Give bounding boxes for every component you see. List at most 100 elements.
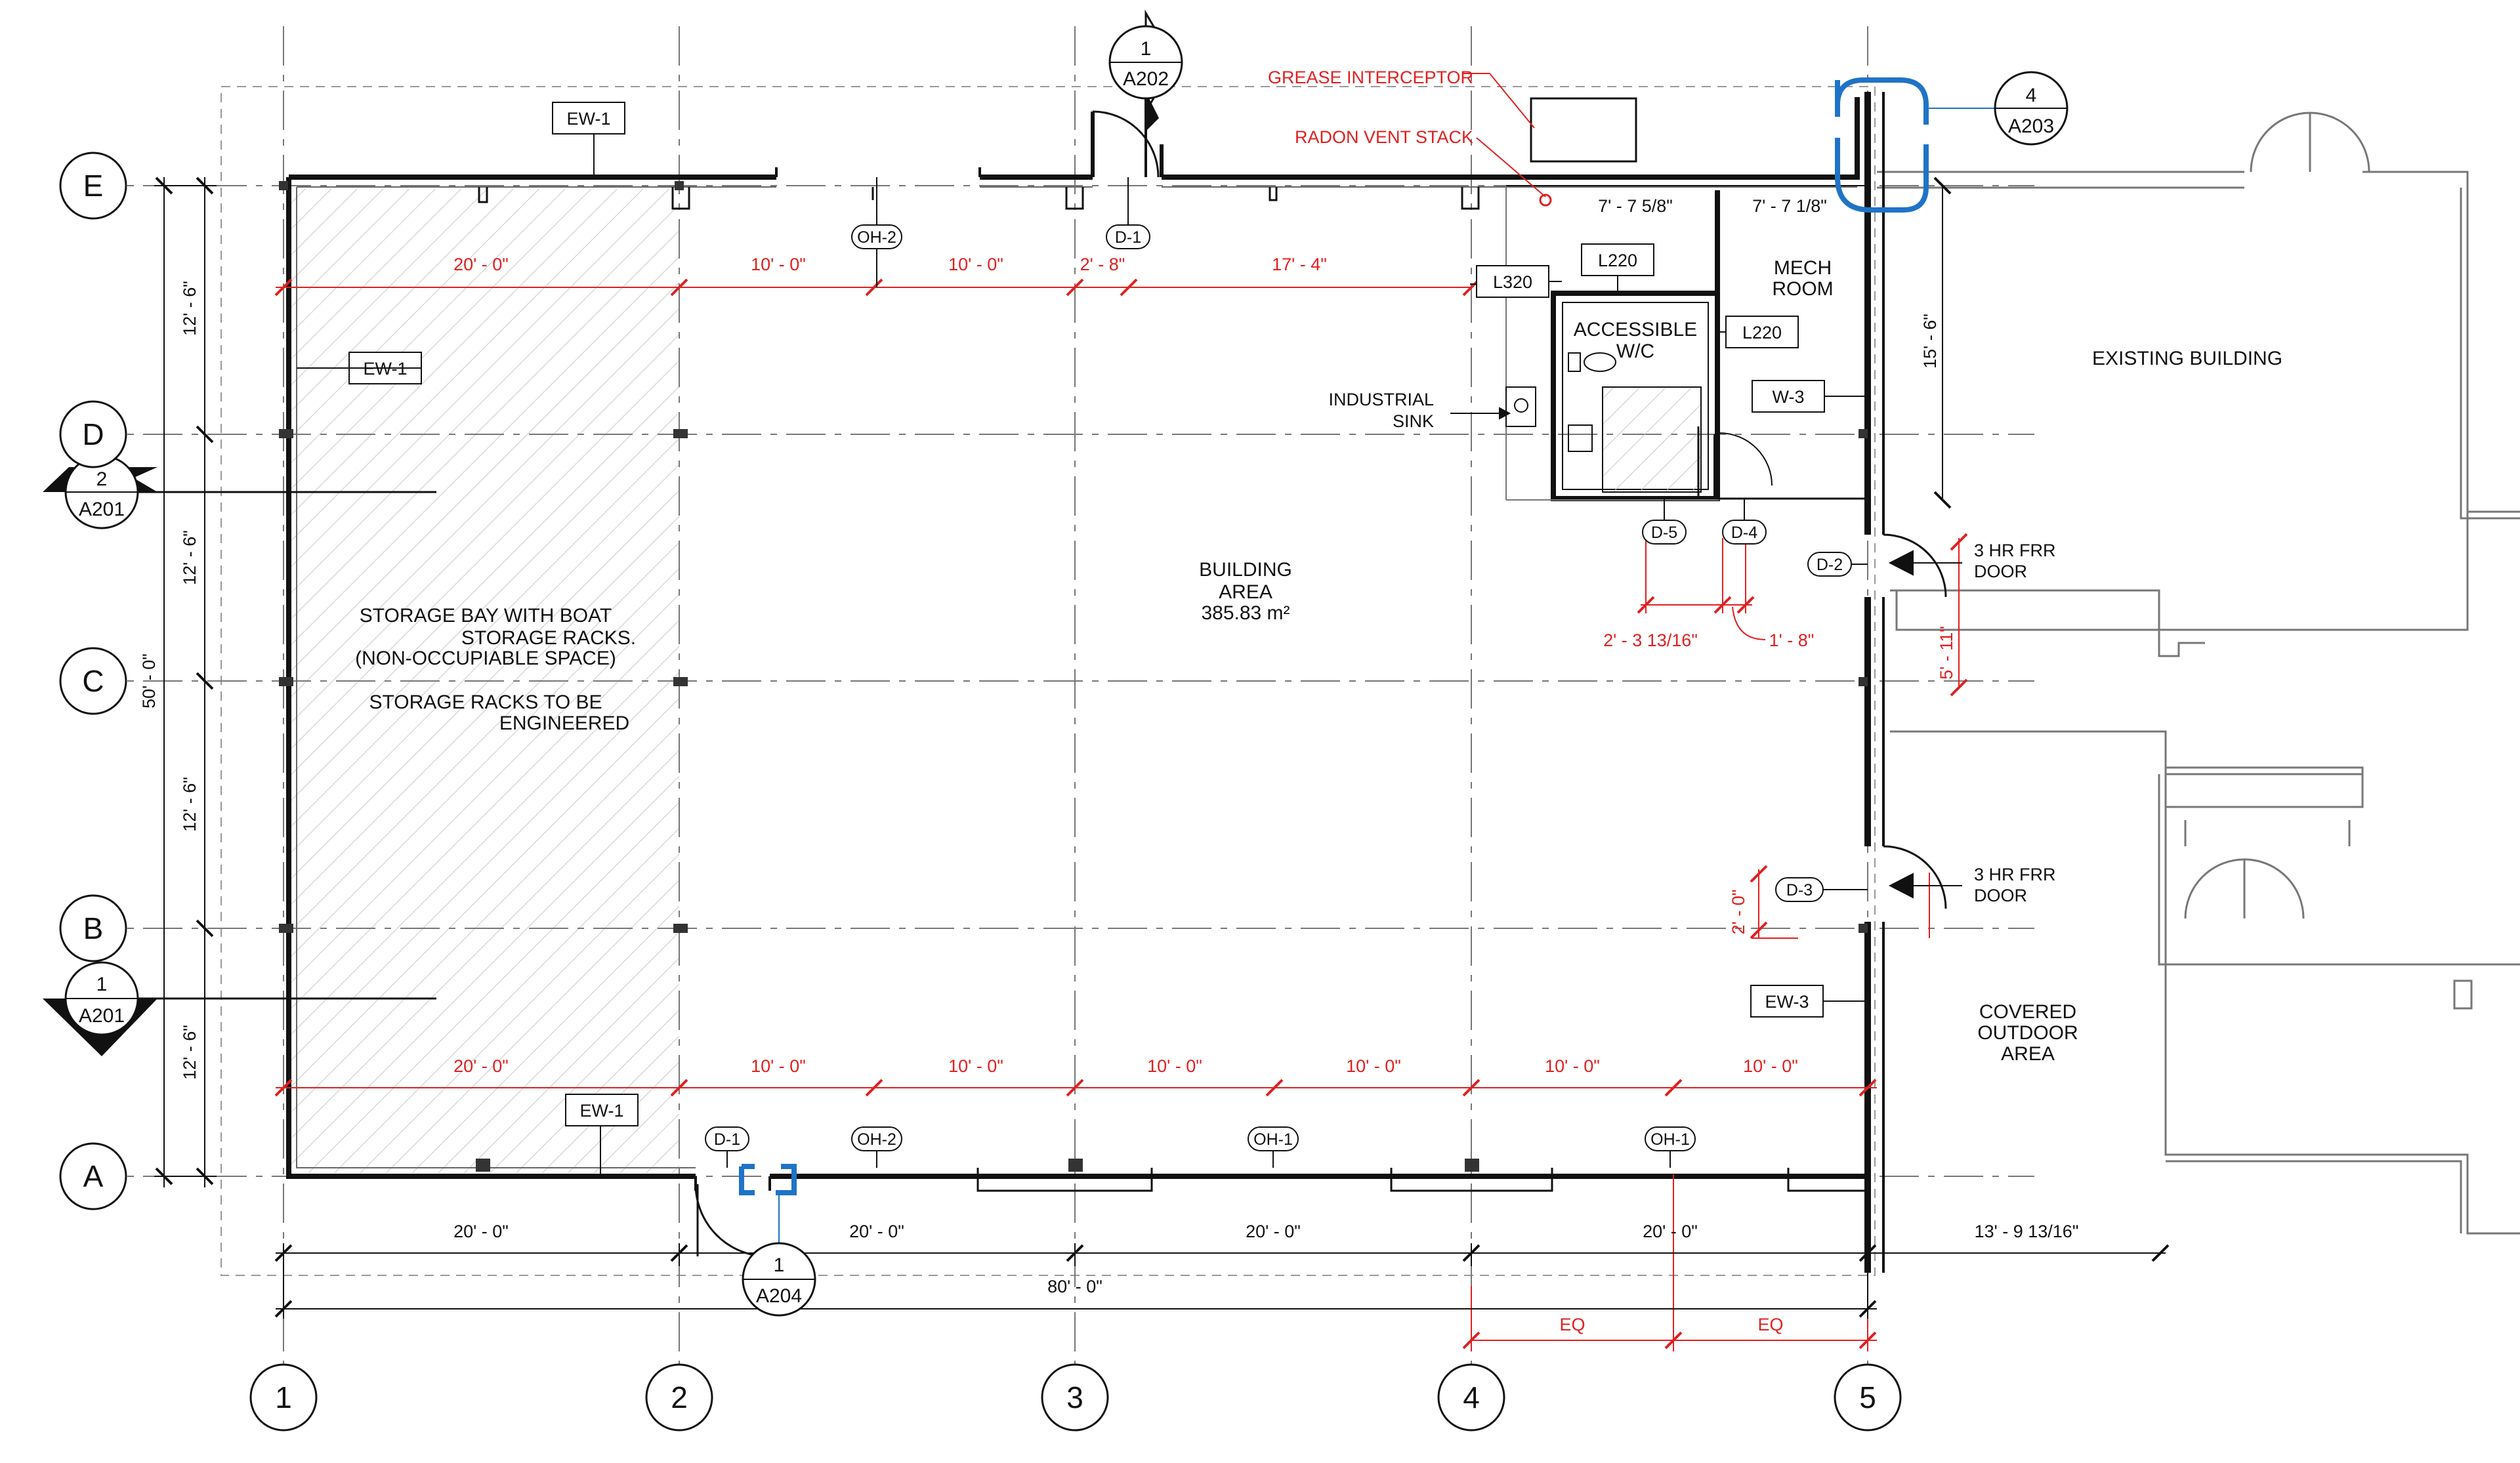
dim-text: 1' - 8" xyxy=(1769,630,1815,650)
wall-tag-ew1: EW-1 xyxy=(566,109,610,129)
dim-text: 10' - 0" xyxy=(751,1056,806,1076)
grid-col-5: 5 xyxy=(1859,1380,1876,1414)
inner-wall-lines xyxy=(296,186,1857,1168)
radon-vent-symbol xyxy=(1539,194,1552,207)
dim-text: 5' - 11" xyxy=(1937,626,1956,680)
dim-text: 10' - 0" xyxy=(948,255,1003,274)
mech-room-label: ROOM xyxy=(1772,278,1833,300)
section-marker-a201-2[interactable]: 2 A201 xyxy=(43,455,436,529)
section-sheet: A201 xyxy=(79,1005,125,1027)
wall-tag-leaders xyxy=(297,134,1868,1174)
door-tag-oh1: OH-1 xyxy=(1650,1130,1690,1149)
dim-text: 10' - 0" xyxy=(1346,1056,1401,1076)
storage-bay-label: (NON-OCCUPIABLE SPACE) xyxy=(355,648,616,669)
grease-interceptor-box xyxy=(1530,97,1637,163)
door-tag-oh2: OH-2 xyxy=(857,1130,896,1149)
grid-row-b: B xyxy=(83,911,104,945)
wall-tag-ew3: EW-3 xyxy=(1765,992,1809,1012)
door-tag-d4: D-4 xyxy=(1731,524,1757,542)
dim-text: 7' - 7 5/8" xyxy=(1598,196,1673,216)
section-sheet: A203 xyxy=(2008,115,2054,137)
door-tag-pills xyxy=(705,224,1852,1151)
dim-text: 10' - 0" xyxy=(751,255,806,274)
dim-text: 10' - 0" xyxy=(1743,1056,1798,1076)
building-area-label: BUILDING xyxy=(1199,559,1292,581)
grid-col-2: 2 xyxy=(671,1380,688,1414)
storage-bay-label: STORAGE RACKS TO BE xyxy=(369,691,602,713)
existing-building xyxy=(1877,112,2520,1235)
dim-text: 2' - 0" xyxy=(1729,890,1748,935)
door-tag-oh2: OH-2 xyxy=(857,228,896,247)
section-marker-a202[interactable]: 1 A202 xyxy=(1108,9,1183,177)
grease-interceptor-note: GREASE INTERCEPTOR xyxy=(1268,68,1473,87)
existing-building-label: EXISTING BUILDING xyxy=(2092,348,2282,369)
covered-area-label: COVERED xyxy=(1979,1001,2076,1023)
section-callout-brackets xyxy=(739,77,2002,1243)
dim-text: 2' - 8" xyxy=(1080,255,1125,274)
grid-bubbles-rows xyxy=(59,152,127,1210)
dim-text: 12' - 6" xyxy=(180,1025,200,1080)
wall-tag-w3: W-3 xyxy=(1772,387,1804,407)
section-number: 1 xyxy=(774,1254,785,1276)
wall-tag-l220: L220 xyxy=(1598,251,1637,270)
section-number: 1 xyxy=(96,974,108,995)
door-tag-d2: D-2 xyxy=(1816,556,1843,574)
grid-bubbles-columns xyxy=(249,1363,1902,1432)
frr-door-label: 3 HR FRR xyxy=(1974,865,2056,884)
wc-label: W/C xyxy=(1616,340,1654,362)
grid-col-4: 4 xyxy=(1463,1380,1480,1414)
wall-tag-ew1: EW-1 xyxy=(363,359,407,379)
radon-vent-note: RADON VENT STACK xyxy=(1295,127,1473,147)
section-sheet: A204 xyxy=(756,1285,802,1307)
dim-text: 10' - 0" xyxy=(1545,1056,1600,1076)
mech-room-label: MECH xyxy=(1774,257,1832,279)
storage-bay-label: STORAGE RACKS. xyxy=(461,627,636,649)
industrial-sink-label: INDUSTRIAL xyxy=(1328,390,1434,409)
dim-text: EQ xyxy=(1559,1315,1585,1334)
section-marker-a204[interactable]: 1 A204 xyxy=(742,1242,816,1317)
storage-bay-label: STORAGE BAY WITH BOAT xyxy=(360,605,612,627)
dimension-ticks xyxy=(274,278,1968,1350)
dim-text: 15' - 6" xyxy=(1920,314,1940,369)
frr-door-label: DOOR xyxy=(1974,562,2027,581)
building-area-value: 385.83 m² xyxy=(1201,602,1290,624)
section-number: 2 xyxy=(96,468,108,490)
grid-row-e: E xyxy=(83,169,104,203)
grid-col-3: 3 xyxy=(1066,1380,1083,1414)
dim-text: 17' - 4" xyxy=(1272,255,1327,274)
section-sheet: A201 xyxy=(79,499,125,520)
grid-row-c: C xyxy=(82,664,104,698)
door-tag-d5: D-5 xyxy=(1651,524,1677,542)
section-sheet: A202 xyxy=(1123,68,1169,90)
grid-row-a: A xyxy=(83,1159,104,1193)
dim-text: EQ xyxy=(1757,1315,1783,1334)
dim-text: 2' - 3 13/16" xyxy=(1603,630,1698,650)
door-tag-leaders xyxy=(726,177,1868,1168)
wc-room xyxy=(1505,185,1868,501)
frr-arrows xyxy=(1450,283,1962,899)
section-marker-a203[interactable]: 4 A203 xyxy=(1994,71,2068,146)
section-marker-a201-1[interactable]: 1 A201 xyxy=(43,961,436,1056)
grid-col-1: 1 xyxy=(275,1380,292,1414)
dim-text: 10' - 0" xyxy=(948,1056,1003,1076)
wc-label: ACCESSIBLE xyxy=(1574,319,1697,340)
section-number: 4 xyxy=(2026,85,2037,106)
dim-text: 20' - 0" xyxy=(1246,1222,1301,1241)
door-tag-d1: D-1 xyxy=(1115,228,1141,247)
dim-text: 20' - 0" xyxy=(849,1222,904,1241)
dim-text: 20' - 0" xyxy=(453,255,509,274)
dim-text: 10' - 0" xyxy=(1147,1056,1202,1076)
outer-dim-ticks xyxy=(155,176,2170,1318)
frr-door-label: 3 HR FRR xyxy=(1974,541,2056,560)
dim-text: 12' - 6" xyxy=(180,777,200,832)
building-area-label: AREA xyxy=(1219,581,1272,603)
door-tag-d3: D-3 xyxy=(1786,881,1813,899)
door-tag-oh1: OH-1 xyxy=(1253,1130,1293,1149)
pilasters xyxy=(478,187,1868,1192)
dim-text: 80' - 0" xyxy=(1047,1277,1102,1296)
storage-bay-label: ENGINEERED xyxy=(499,712,629,734)
wall-tag-ew1: EW-1 xyxy=(579,1101,623,1121)
dim-text: 12' - 6" xyxy=(180,281,200,336)
dim-text: 7' - 7 1/8" xyxy=(1752,196,1827,216)
